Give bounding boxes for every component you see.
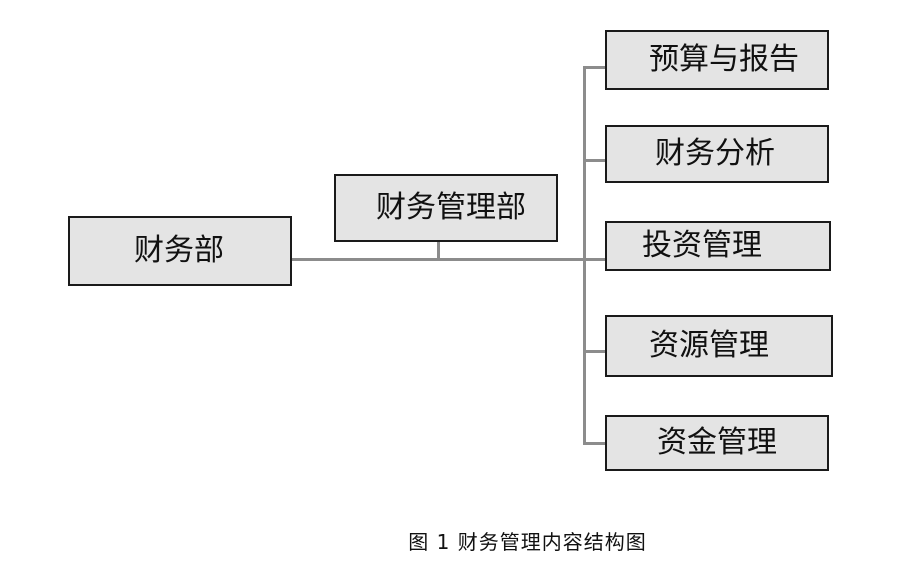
- child-node-label: 投资管理: [642, 228, 762, 263]
- management-node-label: 财务管理部: [376, 190, 526, 225]
- child-node-3: 投资管理: [605, 221, 831, 271]
- child-node-label: 资源管理: [649, 328, 769, 363]
- child-node-4: 资源管理: [605, 315, 833, 377]
- child-node-2: 财务分析: [605, 125, 829, 183]
- child-node-5: 资金管理: [605, 415, 829, 471]
- figure-caption: 图 1 财务管理内容结构图: [408, 530, 647, 554]
- connector-branch-5: [583, 442, 607, 445]
- connector-branch-2: [583, 159, 607, 162]
- connector-trunk-vertical: [583, 66, 586, 445]
- child-node-1: 预算与报告: [605, 30, 829, 90]
- child-node-label: 财务分析: [655, 136, 775, 171]
- root-node-label: 财务部: [134, 233, 224, 268]
- child-node-label: 资金管理: [657, 425, 777, 460]
- connector-management-stem: [437, 240, 440, 261]
- management-node: 财务管理部: [334, 174, 558, 242]
- child-node-label: 预算与报告: [649, 42, 799, 77]
- connector-branch-4: [583, 350, 607, 353]
- connector-branch-3: [583, 258, 607, 261]
- connector-branch-1: [583, 66, 607, 69]
- root-node: 财务部: [68, 216, 292, 286]
